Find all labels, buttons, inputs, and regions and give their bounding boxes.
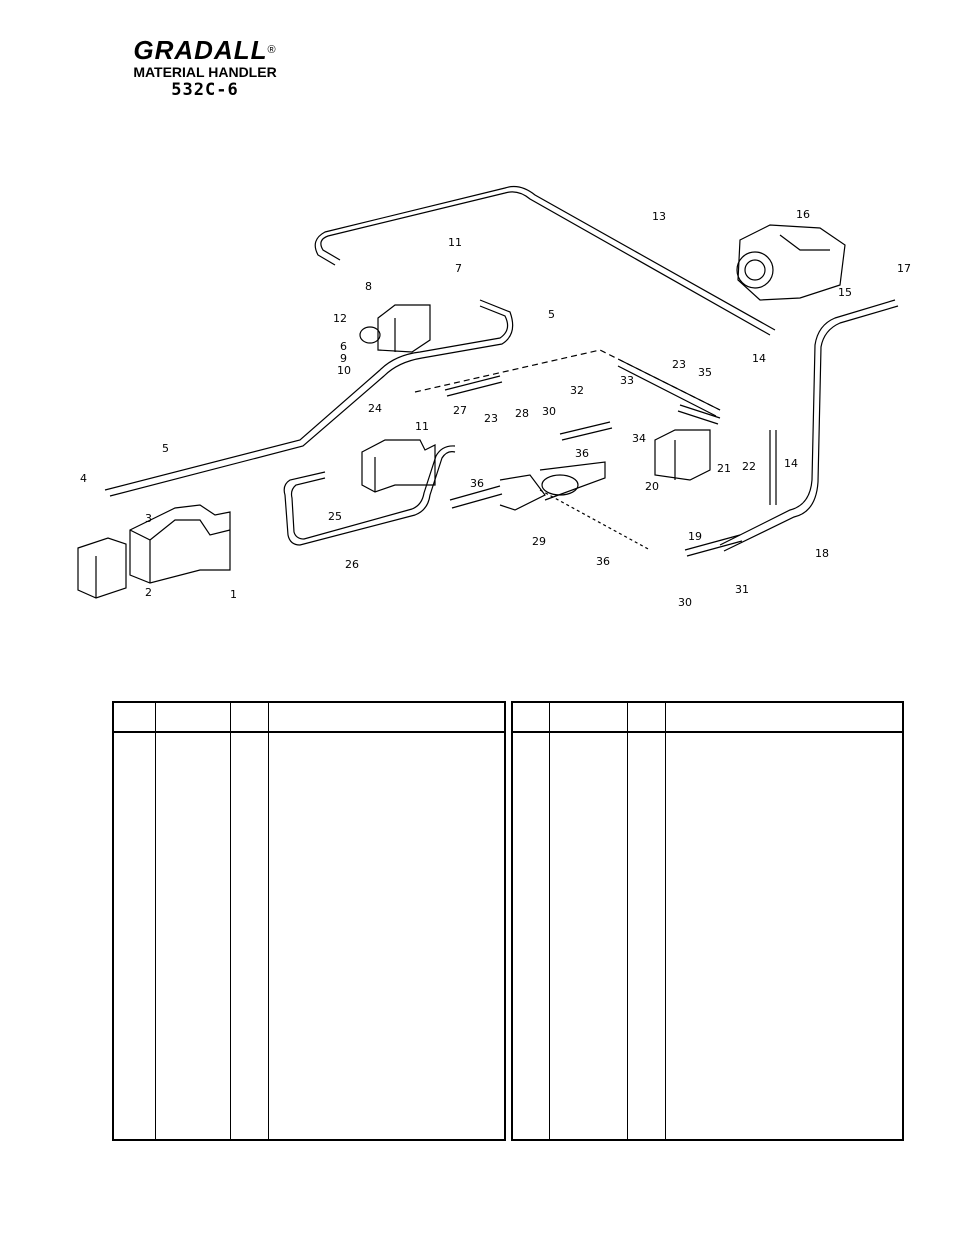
column-divider bbox=[268, 703, 269, 1139]
callout-label: 36 bbox=[596, 555, 610, 568]
callout-label: 5 bbox=[162, 442, 169, 455]
callout-label: 21 bbox=[717, 462, 731, 475]
callout-label: 11 bbox=[448, 236, 462, 249]
callout-label: 31 bbox=[735, 583, 749, 596]
table-header-row bbox=[513, 703, 902, 733]
callout-label: 27 bbox=[453, 404, 467, 417]
callout-label: 20 bbox=[645, 480, 659, 493]
callout-label: 23 bbox=[672, 358, 686, 371]
column-divider bbox=[155, 703, 156, 1139]
table-header-row bbox=[114, 703, 504, 733]
callout-label: 13 bbox=[652, 210, 666, 223]
callout-label: 14 bbox=[752, 352, 766, 365]
column-divider bbox=[627, 703, 628, 1139]
callout-label: 14 bbox=[784, 457, 798, 470]
callout-label: 19 bbox=[688, 530, 702, 543]
document-header: GRADALL® MATERIAL HANDLER 532C-6 bbox=[110, 36, 300, 100]
callout-label: 10 bbox=[337, 364, 351, 377]
callout-label: 6 bbox=[340, 340, 347, 353]
callout-labels: 1 2 3 4 5 5 6 7 8 9 10 11 11 12 13 14 14… bbox=[80, 208, 911, 609]
callout-label: 12 bbox=[333, 312, 347, 325]
callout-label: 32 bbox=[570, 384, 584, 397]
parts-table-left bbox=[112, 701, 506, 1141]
callout-label: 15 bbox=[838, 286, 852, 299]
callout-label: 4 bbox=[80, 472, 87, 485]
callout-label: 9 bbox=[340, 352, 347, 365]
callout-label: 30 bbox=[542, 405, 556, 418]
callout-label: 28 bbox=[515, 407, 529, 420]
callout-label: 30 bbox=[678, 596, 692, 609]
callout-label: 3 bbox=[145, 512, 152, 525]
callout-label: 34 bbox=[632, 432, 646, 445]
callout-label: 23 bbox=[484, 412, 498, 425]
brand-name: GRADALL bbox=[133, 35, 268, 65]
column-divider bbox=[230, 703, 231, 1139]
parts-table-right bbox=[511, 701, 904, 1141]
brand-logo: GRADALL® bbox=[110, 36, 300, 64]
callout-label: 16 bbox=[796, 208, 810, 221]
callout-label: 2 bbox=[145, 586, 152, 599]
callout-label: 22 bbox=[742, 460, 756, 473]
diagram-linework bbox=[77, 185, 899, 599]
callout-label: 29 bbox=[532, 535, 546, 548]
registered-mark: ® bbox=[267, 44, 277, 56]
model-number: 532C-6 bbox=[171, 80, 239, 100]
callout-label: 24 bbox=[368, 402, 382, 415]
callout-label: 8 bbox=[365, 280, 372, 293]
callout-label: 18 bbox=[815, 547, 829, 560]
callout-label: 11 bbox=[415, 420, 429, 433]
callout-label: 33 bbox=[620, 374, 634, 387]
callout-label: 17 bbox=[897, 262, 911, 275]
hydraulic-parts-diagram: 1 2 3 4 5 5 6 7 8 9 10 11 11 12 13 14 14… bbox=[77, 185, 911, 609]
document-subtitle: MATERIAL HANDLER bbox=[133, 64, 277, 80]
callout-label: 1 bbox=[230, 588, 237, 601]
callout-label: 7 bbox=[455, 262, 462, 275]
callout-label: 25 bbox=[328, 510, 342, 523]
column-divider bbox=[549, 703, 550, 1139]
column-divider bbox=[665, 703, 666, 1139]
callout-label: 35 bbox=[698, 366, 712, 379]
callout-label: 36 bbox=[470, 477, 484, 490]
callout-label: 26 bbox=[345, 558, 359, 571]
callout-label: 5 bbox=[548, 308, 555, 321]
callout-label: 36 bbox=[575, 447, 589, 460]
